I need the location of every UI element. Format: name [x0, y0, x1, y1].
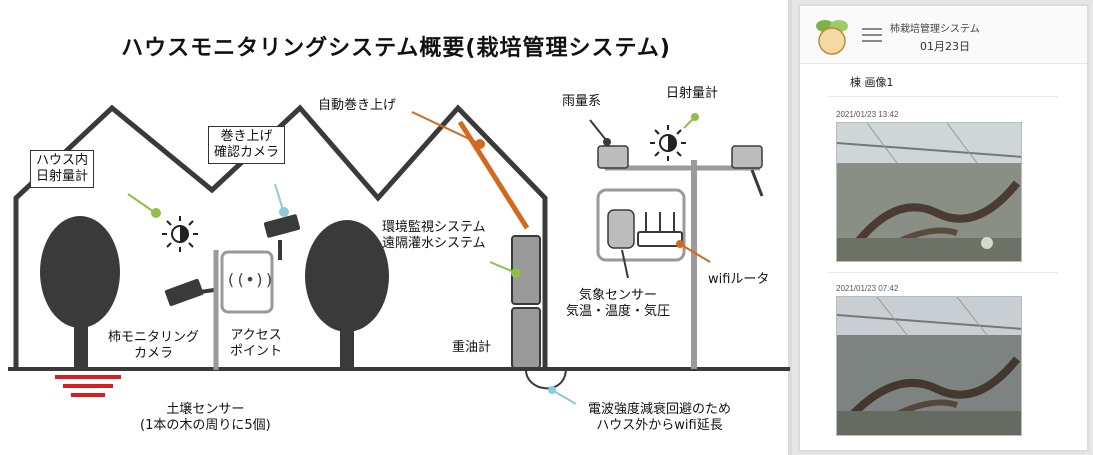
app-title: 柿栽培管理システム	[890, 24, 980, 35]
label-wifi-extension: 電波強度減衰回避のため ハウス外からwifi延長	[588, 402, 732, 433]
mobile-app-screen: 柿栽培管理システム 01月23日 棟 画像1 2021/01/23 13:42 …	[798, 4, 1089, 452]
label-weather-sensor: 気象センサー 気温・温度・気圧	[566, 288, 671, 319]
diagram-title: ハウスモニタリングシステム概要(栽培管理システム)	[121, 36, 671, 61]
soil-sensor-marker	[55, 375, 121, 397]
label-rain-gauge: 雨量系	[562, 94, 602, 109]
label-access-point: アクセス ポイント	[230, 328, 283, 359]
solar-meter-device	[731, 145, 764, 197]
solar-sensor-pin	[151, 208, 161, 218]
label-oil-meter: 重油計	[452, 340, 492, 355]
orchard-photo[interactable]	[836, 122, 1022, 262]
auto-rollup-bar	[457, 120, 530, 230]
label-auto-rollup: 自動巻き上げ	[318, 98, 397, 113]
label-persimmon-camera: 柿モニタリング カメラ	[108, 330, 200, 361]
sun-icon-left	[162, 216, 198, 252]
label-soil-sensor: 土壌センサー (1本の木の周りに5個)	[140, 402, 271, 433]
oil-meter-cabinet	[511, 307, 541, 369]
photo-timestamp: 2021/01/23 07:42	[836, 284, 899, 293]
wifi-signal-icon: ((•))	[226, 270, 275, 289]
label-wifi-router: wifiルータ	[708, 272, 770, 287]
weather-sensor-device	[607, 209, 635, 279]
system-overview-diagram: ハウスモニタリングシステム概要(栽培管理システム)	[0, 0, 792, 455]
persimmon-camera-icon	[164, 278, 215, 307]
label-house-solar-meter: ハウス内 日射量計	[30, 150, 95, 188]
label-rollup-camera: 巻き上げ 確認カメラ	[208, 126, 286, 164]
divider	[828, 96, 1058, 97]
persimmon-tree-right	[305, 220, 389, 370]
orchard-photo[interactable]	[836, 296, 1022, 436]
access-point-device	[213, 250, 274, 370]
app-date: 01月23日	[920, 40, 970, 53]
diagram-graphics	[8, 104, 790, 405]
wifi-extension-cable	[524, 367, 567, 390]
app-header: 柿栽培管理システム 01月23日	[800, 6, 1087, 64]
rain-gauge-device	[589, 119, 629, 169]
label-env-monitor: 環境監視システム 遠隔灌水システム	[382, 220, 486, 251]
persimmon-logo-icon	[816, 20, 848, 55]
divider	[828, 272, 1058, 273]
rollup-camera-icon	[263, 214, 301, 260]
section-title: 棟 画像1	[850, 76, 894, 89]
sun-icon-right	[650, 125, 686, 161]
label-solar-meter: 日射量計	[666, 86, 719, 101]
wifi-router-device	[637, 212, 683, 247]
menu-icon[interactable]	[862, 28, 882, 42]
photo-timestamp: 2021/01/23 13:42	[836, 110, 899, 119]
weather-station-pole	[596, 160, 760, 369]
persimmon-tree-left	[40, 216, 120, 370]
